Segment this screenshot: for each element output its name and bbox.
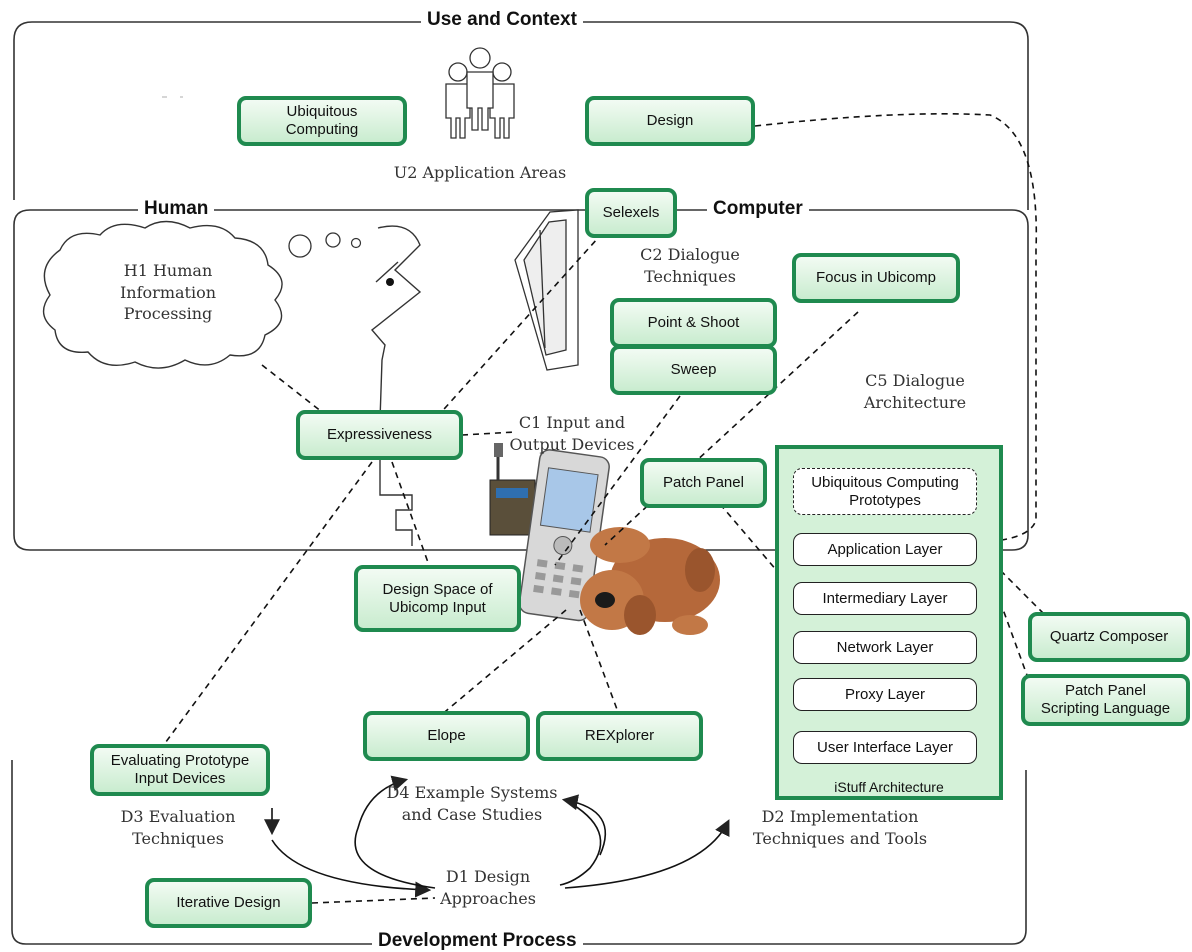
layer-user-interface[interactable]: User Interface Layer <box>793 731 977 764</box>
process-arrows <box>264 775 730 898</box>
layer-ubicomp-prototypes[interactable]: Ubiquitous Computing Prototypes <box>793 468 977 515</box>
people-icon <box>445 47 515 139</box>
label-u2: U2 Application Areas <box>393 163 567 182</box>
development-title: Development Process <box>372 930 583 952</box>
box-expressiveness[interactable]: Expressiveness <box>296 410 463 460</box>
box-selexels[interactable]: Selexels <box>585 188 677 238</box>
connectors <box>159 113 1049 904</box>
label-c2: C2 Dialogue Techniques <box>640 245 740 286</box>
devices-illustration <box>489 443 720 635</box>
box-design[interactable]: Design <box>585 96 755 146</box>
head-profile <box>370 225 422 546</box>
human-computer-frame <box>13 209 1029 551</box>
box-focus-ubicomp[interactable]: Focus in Ubicomp <box>792 253 960 303</box>
layer-network[interactable]: Network Layer <box>793 631 977 664</box>
box-quartz-composer[interactable]: Quartz Composer <box>1028 612 1190 662</box>
computer-title: Computer <box>707 198 809 220</box>
box-iterative-design[interactable]: Iterative Design <box>145 878 312 928</box>
box-design-space[interactable]: Design Space of Ubicomp Input <box>354 565 521 632</box>
box-point-shoot[interactable]: Point & Shoot <box>610 298 777 348</box>
label-c1: C1 Input and Output Devices <box>509 413 635 454</box>
layer-intermediary[interactable]: Intermediary Layer <box>793 582 977 615</box>
human-title: Human <box>138 198 215 220</box>
display-icon <box>514 209 579 371</box>
label-h1: H1 Human Information Processing <box>119 261 217 324</box>
box-ubiquitous-computing[interactable]: Ubiquitous Computing <box>237 96 407 146</box>
use-context-title: Use and Context <box>421 9 583 31</box>
box-rexplorer[interactable]: REXplorer <box>536 711 703 761</box>
box-sweep[interactable]: Sweep <box>610 345 777 395</box>
label-d4: D4 Example Systems and Case Studies <box>386 783 558 824</box>
label-d3: D3 Evaluation Techniques <box>120 807 236 848</box>
layer-application[interactable]: Application Layer <box>793 533 977 566</box>
layer-proxy[interactable]: Proxy Layer <box>793 678 977 711</box>
label-d1: D1 Design Approaches <box>440 867 536 908</box>
box-evaluating-prototype[interactable]: Evaluating Prototype Input Devices <box>90 744 270 796</box>
box-patch-panel-scripting[interactable]: Patch Panel Scripting Language <box>1021 674 1190 726</box>
label-d2: D2 Implementation Techniques and Tools <box>752 807 928 848</box>
box-elope[interactable]: Elope <box>363 711 530 761</box>
thought-cloud <box>42 220 283 369</box>
architecture-title: iStuff Architecture <box>834 779 944 795</box>
box-patch-panel[interactable]: Patch Panel <box>640 458 767 508</box>
label-c5: C5 Dialogue Architecture <box>863 371 967 412</box>
